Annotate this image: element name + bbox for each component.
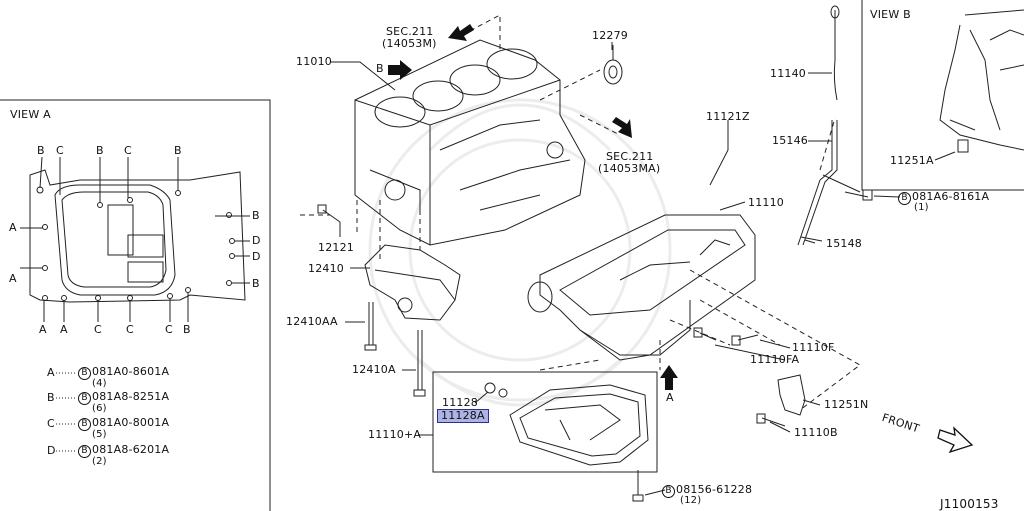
circled-b-icon: B bbox=[78, 392, 91, 405]
oil-strainer-drawing bbox=[364, 244, 461, 321]
view-a-title: VIEW A bbox=[10, 108, 51, 121]
label-11251n[interactable]: 11251N bbox=[824, 398, 869, 411]
arrow-b bbox=[388, 60, 412, 80]
legend-key: B bbox=[47, 391, 55, 404]
label-11128a-highlighted[interactable]: 11128A bbox=[437, 409, 489, 423]
view-a-letter-top-5: B bbox=[174, 144, 182, 157]
oil-pan-drawing bbox=[527, 214, 756, 361]
bolts-drawing bbox=[317, 189, 873, 502]
label-081a6-qty: (1) bbox=[914, 202, 929, 213]
label-11110-plus-a[interactable]: 11110+A bbox=[368, 428, 422, 441]
label-11110fa[interactable]: 11110FA bbox=[750, 353, 800, 366]
view-a-letter-right-4: B bbox=[252, 277, 260, 290]
baffle-plate-drawing bbox=[432, 371, 658, 473]
label-b-arrow: B bbox=[376, 62, 384, 75]
label-11140[interactable]: 11140 bbox=[770, 67, 806, 80]
view-a-letter-top-1: B bbox=[37, 144, 45, 157]
label-11251a[interactable]: 11251A bbox=[890, 154, 934, 167]
diagram-id: J1100153 bbox=[940, 497, 999, 511]
label-11121z[interactable]: 11121Z bbox=[706, 110, 750, 123]
view-a-letter-right-1: B bbox=[252, 209, 260, 222]
view-a-letter-bottom-4: C bbox=[126, 323, 134, 336]
bracket-drawing bbox=[777, 374, 806, 416]
label-11010[interactable]: 11010 bbox=[296, 55, 332, 68]
legend-key: C bbox=[47, 417, 55, 430]
label-12410[interactable]: 12410 bbox=[308, 262, 344, 275]
cylinder-block-drawing bbox=[354, 39, 586, 246]
label-a-arrow: A bbox=[666, 391, 674, 404]
view-a-letter-bottom-6: B bbox=[183, 323, 191, 336]
view-a-letter-top-3: B bbox=[96, 144, 104, 157]
view-a-letter-left-2: A bbox=[9, 272, 17, 285]
label-sec211-right[interactable]: SEC.211 bbox=[606, 150, 654, 163]
legend-qty: (6) bbox=[92, 403, 107, 414]
leader-lines bbox=[330, 42, 956, 496]
label-15146[interactable]: 15146 bbox=[772, 134, 808, 147]
label-11110b[interactable]: 11110B bbox=[794, 426, 838, 439]
circled-b-icon: B bbox=[78, 445, 91, 458]
view-a-letter-right-3: D bbox=[252, 250, 261, 263]
view-a-pan-drawing bbox=[20, 156, 250, 452]
view-a-frame bbox=[0, 99, 271, 511]
legend-key: A bbox=[47, 366, 55, 379]
view-a-letter-bottom-5: C bbox=[165, 323, 173, 336]
watermark-emblem bbox=[368, 98, 672, 407]
dipstick-drawing bbox=[797, 5, 861, 246]
label-15148[interactable]: 15148 bbox=[826, 237, 862, 250]
legend-qty: (2) bbox=[92, 456, 107, 467]
label-sec211-top-sub[interactable]: (14053M) bbox=[382, 37, 437, 50]
front-arrow bbox=[937, 426, 974, 454]
view-a-letter-bottom-3: C bbox=[94, 323, 102, 336]
label-12410aa[interactable]: 12410AA bbox=[286, 315, 338, 328]
label-sec211-right-sub[interactable]: (14053MA) bbox=[598, 162, 661, 175]
label-12279[interactable]: 12279 bbox=[592, 29, 628, 42]
label-11110f[interactable]: 11110F bbox=[792, 341, 835, 354]
view-b-frame bbox=[861, 0, 1024, 191]
label-11110[interactable]: 11110 bbox=[748, 196, 784, 209]
view-a-letter-left-1: A bbox=[9, 221, 17, 234]
label-12410a[interactable]: 12410A bbox=[352, 363, 396, 376]
arrow-sec211-right bbox=[612, 117, 632, 138]
legend-qty: (5) bbox=[92, 429, 107, 440]
view-a-letter-top-4: C bbox=[124, 144, 132, 157]
circled-b-icon: B bbox=[78, 418, 91, 431]
view-b-title: VIEW B bbox=[870, 8, 911, 21]
arrow-a bbox=[660, 365, 678, 390]
label-sec211-top[interactable]: SEC.211 bbox=[386, 25, 434, 38]
legend-key: D bbox=[47, 444, 56, 457]
label-12121[interactable]: 12121 bbox=[318, 241, 354, 254]
label-08156-qty: (12) bbox=[680, 495, 702, 506]
circled-b-icon: B bbox=[898, 192, 911, 205]
view-a-letter-right-2: D bbox=[252, 234, 261, 247]
assembly-lines bbox=[300, 14, 861, 411]
circled-b-icon: B bbox=[662, 485, 675, 498]
circled-b-icon: B bbox=[78, 367, 91, 380]
legend-qty: (4) bbox=[92, 378, 107, 389]
view-a-letter-bottom-2: A bbox=[60, 323, 68, 336]
view-b-drawing bbox=[939, 9, 1024, 153]
view-a-letter-bottom-1: A bbox=[39, 323, 47, 336]
label-11128[interactable]: 11128 bbox=[442, 396, 478, 409]
view-a-letter-top-2: C bbox=[56, 144, 64, 157]
arrow-sec211-top bbox=[448, 24, 474, 41]
oil-seal-drawing bbox=[603, 45, 623, 85]
